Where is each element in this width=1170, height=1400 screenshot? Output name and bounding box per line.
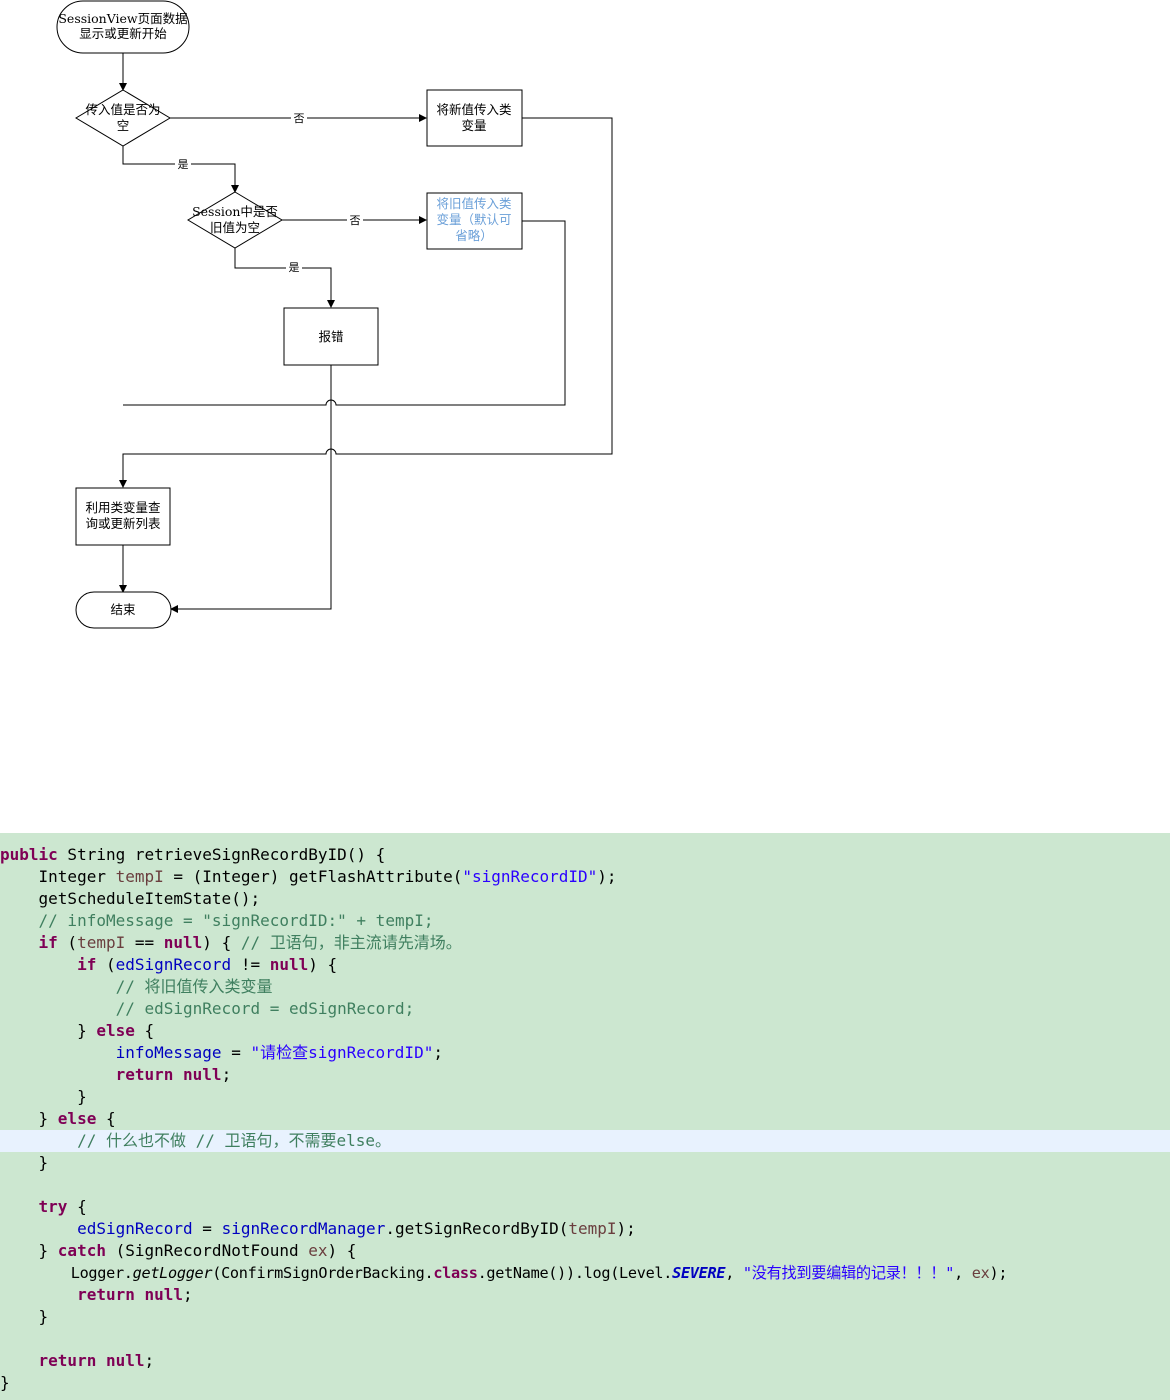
code-line-7: // 将旧值传入类变量 xyxy=(0,977,273,996)
process-store-new-value-label-2: 变量 xyxy=(461,118,486,133)
code-line-9: } else { xyxy=(0,1021,155,1040)
code-line-3: getScheduleItemState(); xyxy=(0,889,261,908)
edge-error-to-end xyxy=(170,365,332,613)
decision-input-empty xyxy=(75,89,171,147)
edge-decision2-yes xyxy=(234,248,335,308)
code-line-22: } xyxy=(0,1307,49,1326)
code-line-24: return null; xyxy=(38,1351,155,1370)
code-line-8: // edSignRecord = edSignRecord; xyxy=(0,999,415,1018)
decision-session-empty-label-1: Session中是否 xyxy=(192,204,278,219)
code-block: public String retrieveSignRecordByID() {… xyxy=(0,833,1170,1400)
code-line-16 xyxy=(0,1174,1170,1196)
decision-session-empty xyxy=(187,191,283,249)
decision-session-empty-label-2: 旧值为空 xyxy=(210,220,260,235)
code-line-15: } xyxy=(0,1153,49,1172)
code-line-18: edSignRecord = signRecordManager.getSign… xyxy=(77,1219,636,1238)
process-store-old-value-label-1: 将旧值传入类 xyxy=(436,196,512,211)
code-line-20: Logger.getLogger(ConfirmSignOrderBacking… xyxy=(0,1264,1008,1282)
code-line-21: return null; xyxy=(77,1285,193,1304)
decision-input-empty-label-1: 传入值是否为 xyxy=(85,102,160,117)
label-no-1: 否 xyxy=(294,112,305,125)
process-error-label: 报错 xyxy=(318,329,343,344)
end-node xyxy=(75,591,172,629)
code-line-25: } xyxy=(0,1373,10,1392)
code-line-6: if (edSignRecord != null) { xyxy=(77,955,338,974)
end-node-label: 结束 xyxy=(110,602,136,617)
code-line-23 xyxy=(0,1328,1170,1350)
code-line-11: return null; xyxy=(115,1065,232,1084)
code-line-2: Integer tempI = (Integer) getFlashAttrib… xyxy=(0,867,617,886)
start-node-label-2: 显示或更新开始 xyxy=(79,26,167,41)
start-node xyxy=(56,0,190,54)
code-line-12: } xyxy=(0,1087,87,1106)
process-query-update-list-label-2: 询或更新列表 xyxy=(85,516,161,531)
process-query-update-list-label-1: 利用类变量查 xyxy=(85,500,161,515)
process-error xyxy=(283,307,379,366)
code-line-1: public String retrieveSignRecordByID() { xyxy=(0,845,386,864)
label-yes-2: 是 xyxy=(289,261,300,274)
label-no-2: 否 xyxy=(350,214,361,227)
edge-process1-to-process3 xyxy=(119,117,613,488)
code-line-14: // 什么也不做 // 卫语句，不需要else。 xyxy=(0,1130,1170,1152)
process-store-new-value xyxy=(426,89,523,147)
decision-input-empty-label-2: 空 xyxy=(117,118,130,133)
process-store-old-value xyxy=(426,192,523,250)
code-line-19: } catch (SignRecordNotFound ex) { xyxy=(0,1241,357,1260)
edge-process2-to-process3 xyxy=(123,220,566,406)
code-line-17: try { xyxy=(38,1197,87,1216)
code-line-5: if (tempI == null) { // 卫语句，非主流请先清场。 xyxy=(38,933,462,952)
process-store-new-value-label-1: 将新值传入类 xyxy=(436,102,512,117)
flowchart: 否 是 否 是 SessionView页面数据 显示或更新开始 传入值是否为 空… xyxy=(56,0,613,629)
code-line-10: infoMessage = "请检查signRecordID"; xyxy=(115,1043,443,1062)
label-yes-1: 是 xyxy=(178,158,189,171)
process-store-old-value-label-2: 变量（默认可 xyxy=(436,212,511,227)
process-query-update-list xyxy=(75,487,171,546)
process-store-old-value-label-3: 省略） xyxy=(455,228,493,243)
start-node-label-1: SessionView页面数据 xyxy=(58,11,187,26)
code-line-4: // infoMessage = "signRecordID:" + tempI… xyxy=(0,911,434,930)
code-line-13: } else { xyxy=(0,1109,116,1128)
